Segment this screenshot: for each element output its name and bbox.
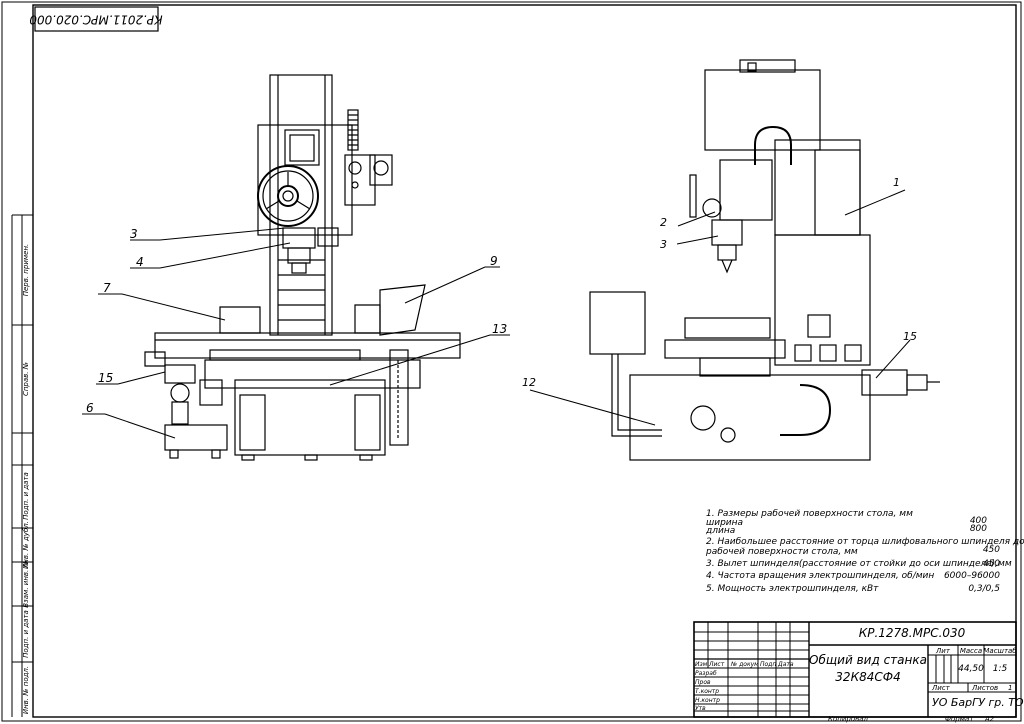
row-prov: Пров bbox=[695, 679, 711, 686]
row-tkontr: Т.контр bbox=[695, 688, 719, 695]
drawing-title: Общий вид станка bbox=[809, 653, 927, 667]
col-izm: Изм bbox=[695, 661, 708, 668]
tech-value: 400 bbox=[970, 516, 987, 526]
margin-label: Инв. № дубл. bbox=[22, 521, 30, 569]
callout-15: 15 bbox=[98, 371, 113, 385]
tech-value: 0,3/0,5 bbox=[968, 584, 1000, 594]
tech-value: 800 bbox=[970, 524, 987, 534]
title-block-frame bbox=[693, 621, 1017, 718]
col-date: Дата bbox=[777, 661, 794, 668]
margin-label: Инв. № подл. bbox=[22, 666, 30, 714]
left-margin-labels: Перв. примен. Справ. № Подп. и дата Инв.… bbox=[22, 244, 30, 714]
front-view-leaders bbox=[82, 227, 510, 439]
tech-line: длина bbox=[705, 526, 735, 536]
hdr-scale: Масштаб bbox=[983, 647, 1017, 655]
left-margin-stamp bbox=[11, 214, 33, 717]
callout-2: 2 bbox=[660, 216, 667, 229]
col-sign: Подп bbox=[760, 661, 776, 668]
top-stamp: КР.2011.МРС.020.000 bbox=[29, 6, 163, 32]
col-list: Лист bbox=[708, 661, 725, 668]
callout-3-side: 3 bbox=[660, 238, 667, 251]
organization: УО БарГУ гр. ТО- bbox=[932, 696, 1024, 709]
title-block-text: КР.1278.МРС.030 Общий вид станка 32К84СФ… bbox=[695, 626, 1024, 723]
col-doc: № докум bbox=[730, 661, 759, 668]
callout-12: 12 bbox=[522, 376, 536, 389]
tech-line: рабочей поверхности стола, мм bbox=[705, 547, 858, 557]
callout-15-side: 15 bbox=[903, 330, 917, 343]
hdr-lit: Лит bbox=[935, 647, 951, 655]
tech-value: 450 bbox=[983, 545, 1000, 555]
scale-value: 1:5 bbox=[993, 664, 1008, 674]
callout-9: 9 bbox=[490, 254, 498, 268]
margin-label: Взам. инв. № bbox=[22, 560, 30, 608]
row-nkontr: Н.контр bbox=[695, 697, 720, 704]
margin-label: Подп. и дата bbox=[22, 610, 30, 658]
tech-requirements: 1. Размеры рабочей поверхности стола, мм… bbox=[705, 509, 1024, 594]
format-value: А2 bbox=[984, 715, 995, 723]
inner-frame bbox=[32, 4, 1017, 718]
tech-line: 2. Наибольшее расстояние от торца шлифов… bbox=[706, 537, 1024, 547]
tech-line: 4. Частота вращения электрошпинделя, об/… bbox=[706, 571, 934, 581]
tech-line: 1. Размеры рабочей поверхности стола, мм bbox=[706, 509, 913, 519]
sheets-value: 1 bbox=[1008, 684, 1012, 692]
margin-label: Перв. примен. bbox=[22, 244, 30, 297]
kopiroval-label: Копировал bbox=[828, 715, 869, 723]
front-view-drawing bbox=[144, 74, 461, 461]
doc-code: КР.1278.МРС.030 bbox=[859, 626, 966, 640]
callout-6: 6 bbox=[86, 401, 94, 415]
callout-7: 7 bbox=[103, 281, 111, 295]
row-razrab: Разраб bbox=[695, 670, 717, 677]
margin-label: Подп. и дата bbox=[22, 472, 30, 520]
front-view-callouts: 3 4 7 9 13 15 6 bbox=[86, 227, 507, 415]
tech-value: 6000–96000 bbox=[944, 571, 1000, 581]
side-view-callouts: 1 2 3 15 12 bbox=[522, 176, 917, 389]
callout-13: 13 bbox=[492, 322, 507, 336]
hdr-mass: Масса bbox=[960, 647, 982, 655]
tech-line: ширина bbox=[706, 518, 743, 528]
machine-model: 32К84СФ4 bbox=[835, 670, 900, 684]
side-view-drawing bbox=[589, 59, 940, 461]
tech-line: 5. Мощность электрошпинделя, кВт bbox=[706, 584, 879, 594]
callout-3: 3 bbox=[130, 227, 138, 241]
sheets-label: Листов bbox=[971, 684, 998, 692]
callout-1: 1 bbox=[893, 176, 900, 189]
sheet-label: Лист bbox=[931, 684, 951, 692]
row-utv: Утв bbox=[695, 705, 706, 712]
margin-label: Справ. № bbox=[22, 362, 30, 396]
tech-line: 3. Вылет шпинделя(расстояние от стойки д… bbox=[706, 559, 1012, 569]
top-stamp-code: КР.2011.МРС.020.000 bbox=[29, 13, 163, 27]
tech-value: 450 bbox=[983, 559, 1000, 569]
mass-value: 44,50 bbox=[958, 664, 984, 674]
side-view-leaders bbox=[529, 189, 911, 426]
format-label: Формат bbox=[945, 715, 974, 723]
callout-4: 4 bbox=[136, 255, 144, 269]
